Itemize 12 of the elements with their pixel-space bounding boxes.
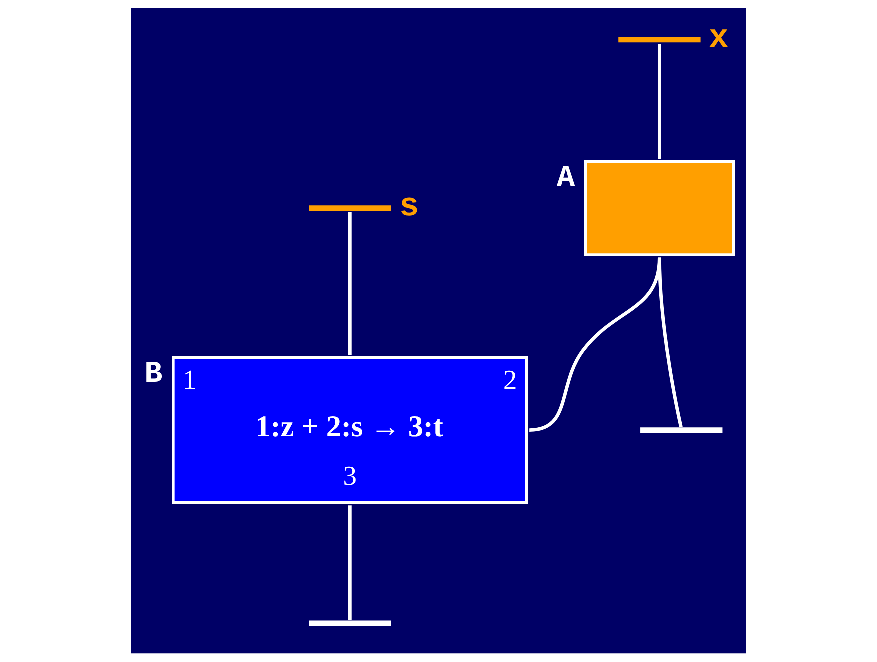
node-bar (618, 37, 701, 43)
connector (348, 506, 352, 620)
connector (348, 212, 352, 355)
node-label: A (556, 162, 576, 196)
node-bar (309, 620, 392, 626)
node-label: s (399, 188, 420, 226)
connector (529, 258, 662, 432)
node-label: B (144, 358, 163, 392)
connector (658, 44, 662, 160)
node-label: x (709, 20, 729, 58)
node-bar (640, 428, 723, 434)
node-bar (309, 206, 392, 212)
